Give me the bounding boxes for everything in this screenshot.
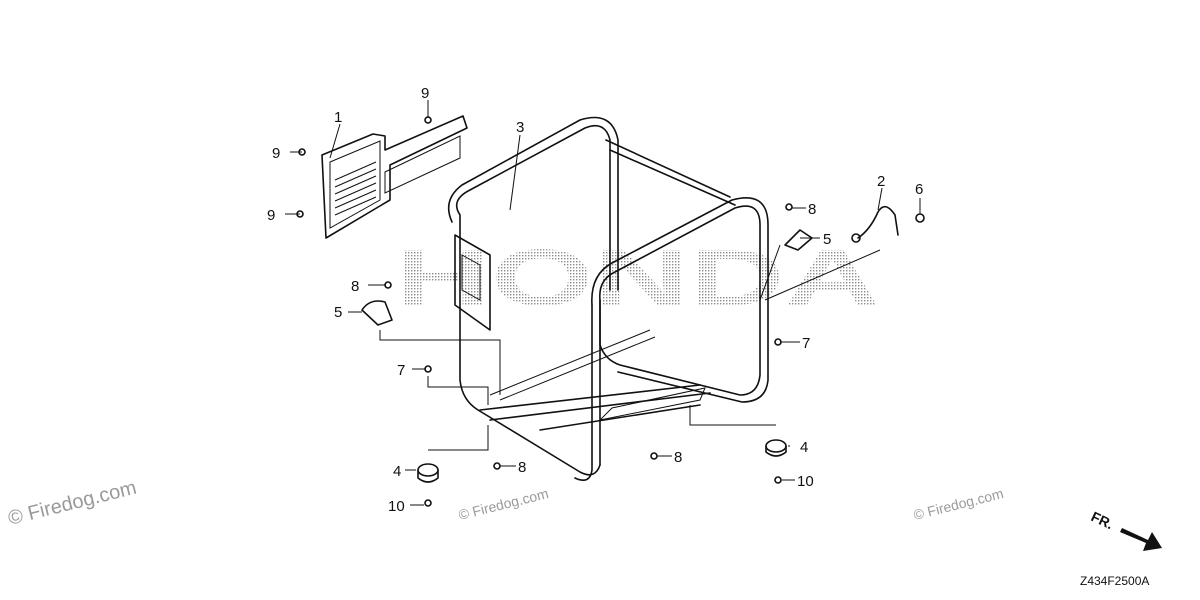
leader-lines: [285, 100, 921, 506]
callout-7-left: 7: [397, 362, 405, 379]
callout-5-left: 5: [334, 304, 342, 321]
callout-8-b: 8: [808, 201, 816, 218]
callout-10-left: 10: [388, 498, 405, 515]
callout-8-d: 8: [674, 449, 682, 466]
callout-2: 2: [877, 173, 885, 190]
part-5-bracket-left: [361, 300, 393, 326]
firedog-watermark-right: © Firedog.com: [912, 485, 1005, 523]
callout-9-a: 9: [421, 85, 429, 102]
callout-8-a: 8: [351, 278, 359, 295]
part-1-side-panel: [321, 115, 468, 239]
callout-10-right: 10: [797, 473, 814, 490]
callout-3: 3: [516, 119, 524, 136]
callout-7-right: 7: [802, 335, 810, 352]
callout-9-c: 9: [267, 207, 275, 224]
callout-8-c: 8: [518, 459, 526, 476]
front-direction-arrow: FR.: [1089, 508, 1162, 551]
diagram-code: Z434F2500A: [1080, 574, 1149, 588]
part-2-ground-wire: [857, 205, 899, 239]
part-4-mount-right: [765, 439, 787, 453]
callout-4-right: 4: [800, 439, 808, 456]
callout-5-right: 5: [823, 231, 831, 248]
honda-watermark: HONDA: [395, 233, 880, 322]
callout-4-left: 4: [393, 463, 401, 480]
part-3-frame: [447, 116, 769, 481]
firedog-watermark-center: © Firedog.com: [457, 485, 550, 523]
callout-9-b: 9: [272, 145, 280, 162]
part-4-mount-left: [417, 463, 439, 477]
firedog-watermark-large: © Firedog.com: [6, 477, 139, 530]
direction-label: FR.: [1089, 508, 1116, 532]
part-6-bolt: [915, 213, 925, 223]
callout-6: 6: [915, 181, 923, 198]
callout-1: 1: [334, 109, 342, 126]
